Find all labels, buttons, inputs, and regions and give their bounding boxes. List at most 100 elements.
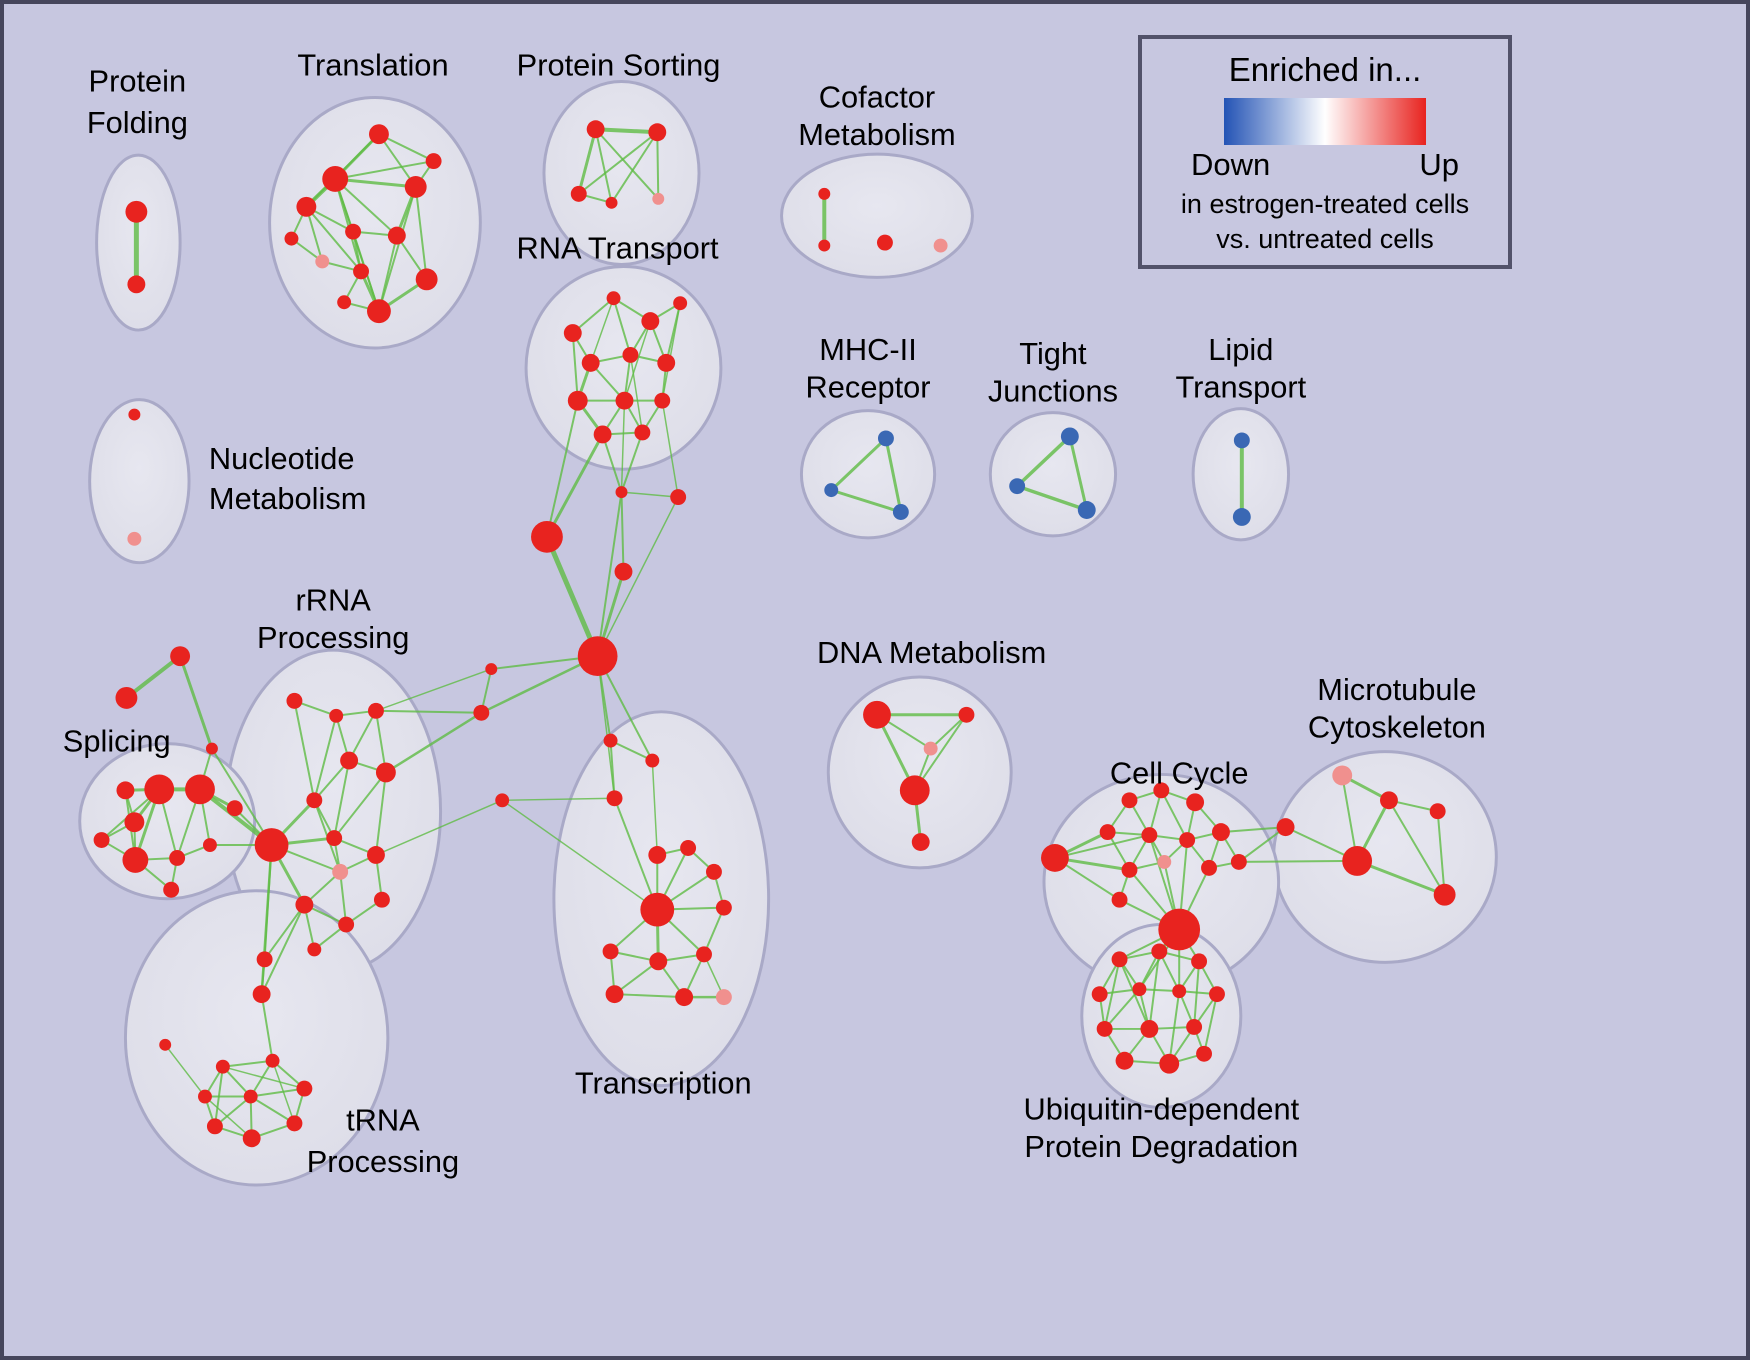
edge-ps2-ps4 bbox=[610, 131, 659, 204]
edge-tx12-tx13 bbox=[613, 993, 686, 999]
node-cf3 bbox=[876, 234, 893, 251]
node-cn7 bbox=[495, 793, 510, 808]
edge-rr9-rr12 bbox=[339, 870, 348, 926]
node-sp1 bbox=[116, 781, 135, 800]
edge-tx1-tx3 bbox=[609, 739, 616, 800]
edge-tr1-tr11 bbox=[334, 160, 435, 180]
node-ub8 bbox=[1096, 1020, 1113, 1037]
edge-tr2-tr11 bbox=[377, 133, 435, 163]
cluster-trna-processing-label: tRNA bbox=[346, 1102, 420, 1137]
node-tr3 bbox=[296, 196, 317, 217]
node-tn3 bbox=[215, 1059, 230, 1074]
node-tr10 bbox=[367, 299, 391, 324]
cluster-microtubule-cytoskeleton-label: Cytoskeleton bbox=[1308, 710, 1486, 745]
node-rr3 bbox=[368, 702, 384, 719]
node-tj2 bbox=[1009, 478, 1026, 495]
node-cc13 bbox=[1158, 908, 1201, 951]
node-sp6 bbox=[122, 847, 149, 873]
node-ub5 bbox=[1132, 982, 1147, 997]
cluster-ubiquitin-dependent-protein-degradation-label: Ubiquitin-dependent bbox=[1023, 1091, 1299, 1126]
node-ub2 bbox=[1151, 943, 1168, 960]
cluster-protein-folding-label: Folding bbox=[87, 105, 188, 140]
edge-tn3-tn5 bbox=[222, 1065, 306, 1090]
edge-rt8-cn2 bbox=[545, 399, 579, 538]
node-mh1 bbox=[877, 430, 894, 447]
edge-rt3-rt9 bbox=[623, 320, 652, 402]
edge-ub3-ub10 bbox=[1193, 960, 1201, 1028]
edge-ps2-ps5 bbox=[656, 131, 660, 200]
legend-caption: in estrogen-treated cells vs. untreated … bbox=[1142, 187, 1508, 257]
node-nm1 bbox=[128, 408, 141, 421]
node-cn5 bbox=[485, 663, 498, 676]
node-rr11 bbox=[295, 895, 314, 914]
node-cc7 bbox=[1179, 832, 1196, 849]
edge-ub7-ub13 bbox=[1203, 993, 1218, 1055]
edge-hub-tx3 bbox=[596, 655, 616, 800]
edge-tn3-tn4 bbox=[221, 1059, 274, 1068]
edge-rr3-rr4 bbox=[348, 709, 377, 762]
node-ub7 bbox=[1209, 986, 1225, 1003]
node-tr4 bbox=[404, 175, 427, 198]
cluster-rna-transport-ellipse bbox=[524, 264, 723, 471]
edge-dm2-dm3 bbox=[929, 713, 968, 750]
node-cc12 bbox=[1230, 853, 1247, 870]
node-rr10 bbox=[367, 846, 385, 864]
node-rr6 bbox=[254, 828, 289, 862]
edge-cn4-hub bbox=[596, 496, 679, 657]
edge-cn1-cn4 bbox=[620, 491, 679, 498]
node-tx12 bbox=[605, 985, 624, 1004]
node-tr2 bbox=[368, 124, 389, 145]
node-ub6 bbox=[1172, 984, 1187, 999]
node-hub bbox=[577, 636, 618, 677]
edge-cc1-cc6 bbox=[1053, 834, 1151, 859]
edge-cn6-rr3 bbox=[374, 709, 483, 714]
node-rt12 bbox=[634, 424, 651, 441]
node-mt5 bbox=[1342, 846, 1373, 876]
node-rr7 bbox=[306, 792, 323, 809]
node-rt6 bbox=[622, 346, 639, 363]
node-ps2 bbox=[648, 123, 667, 142]
edge-cc3-cc7 bbox=[1160, 789, 1189, 842]
node-dm1 bbox=[863, 700, 891, 729]
node-rr14 bbox=[256, 951, 273, 968]
cluster-lipid-transport-label: Lipid bbox=[1208, 332, 1273, 367]
node-cn1 bbox=[615, 486, 628, 499]
node-lt2 bbox=[1232, 508, 1251, 526]
edge-tr4-tr9 bbox=[414, 185, 428, 281]
cluster-ubiquitin-dependent-protein-degradation-label: Protein Degradation bbox=[1024, 1129, 1298, 1164]
legend-gradient-bar bbox=[1224, 98, 1426, 145]
cluster-mhc-ii-receptor-label: Receptor bbox=[806, 370, 931, 405]
edge-dm2-dm4 bbox=[913, 713, 968, 792]
edge-tn1-rr11 bbox=[260, 903, 306, 996]
node-tr7 bbox=[315, 254, 330, 269]
node-tr11 bbox=[425, 153, 442, 170]
edge-rt9-cn1 bbox=[620, 399, 626, 493]
node-ta1 bbox=[170, 646, 191, 667]
node-tr8 bbox=[353, 263, 369, 280]
node-cn4 bbox=[670, 489, 687, 506]
node-cc4 bbox=[1186, 793, 1205, 812]
cluster-lipid-transport-label: Transport bbox=[1176, 370, 1307, 405]
legend: Enriched in... Down Up in estrogen-treat… bbox=[1138, 35, 1512, 269]
node-rt8 bbox=[567, 390, 588, 411]
node-cc14 bbox=[1111, 891, 1128, 908]
node-mt3 bbox=[1429, 803, 1446, 820]
node-tj1 bbox=[1060, 427, 1079, 446]
node-rr15 bbox=[307, 942, 322, 957]
legend-end-labels: Down Up bbox=[1191, 147, 1459, 183]
node-cc5 bbox=[1099, 824, 1116, 841]
edge-tn1-rr6 bbox=[260, 843, 273, 996]
node-rt5 bbox=[581, 353, 600, 372]
edge-ps1-ps3 bbox=[577, 127, 598, 196]
node-tn4 bbox=[265, 1053, 280, 1068]
edge-rr4-rr8 bbox=[333, 759, 351, 840]
cluster-microtubule-cytoskeleton-label: Microtubule bbox=[1317, 672, 1476, 707]
node-cc10 bbox=[1121, 861, 1138, 878]
node-sp8 bbox=[202, 838, 217, 852]
node-tx11 bbox=[696, 946, 712, 963]
cluster-cofactor-metabolism-label: Metabolism bbox=[798, 117, 955, 152]
node-tr13 bbox=[337, 295, 352, 310]
edge-cn1-hub bbox=[596, 491, 623, 658]
